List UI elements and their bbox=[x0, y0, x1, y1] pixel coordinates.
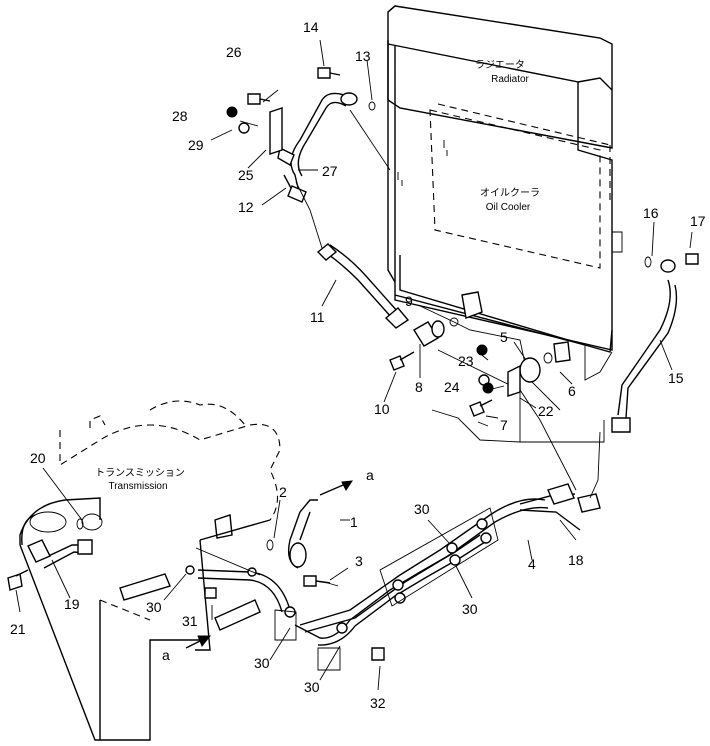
callout-8: 8 bbox=[415, 379, 423, 395]
fasteners bbox=[7, 67, 699, 661]
view-ref-upper: a bbox=[366, 467, 374, 483]
callout-30-e: 30 bbox=[462, 601, 478, 617]
callout-7: 7 bbox=[500, 417, 508, 433]
callout-17: 17 bbox=[690, 213, 706, 229]
callout-25: 25 bbox=[238, 167, 254, 183]
callout-28: 28 bbox=[172, 108, 188, 124]
view-arrow-lower bbox=[185, 635, 212, 649]
callout-30-a: 30 bbox=[414, 501, 430, 517]
callout-11: 11 bbox=[310, 309, 325, 325]
oil-cooler-label-en: Oil Cooler bbox=[486, 202, 531, 213]
callout-26: 26 bbox=[226, 44, 242, 60]
callout-20: 20 bbox=[30, 450, 46, 466]
callout-32: 32 bbox=[370, 695, 386, 711]
callout-14: 14 bbox=[303, 19, 319, 35]
callout-30-c: 30 bbox=[254, 655, 270, 671]
callout-numbers: 1 2 3 4 5 6 7 8 9 10 11 12 13 14 15 16 1… bbox=[10, 19, 706, 711]
transmission-label-en: Transmission bbox=[108, 481, 167, 492]
callout-22: 22 bbox=[538, 403, 554, 419]
leader-lines bbox=[15, 39, 693, 691]
radiator-label-en: Radiator bbox=[491, 74, 529, 85]
callout-1: 1 bbox=[350, 514, 358, 530]
callout-6: 6 bbox=[568, 383, 576, 399]
callout-2: 2 bbox=[279, 484, 287, 500]
callout-10: 10 bbox=[374, 401, 390, 417]
view-ref-lower: a bbox=[162, 647, 170, 663]
callout-18: 18 bbox=[568, 552, 584, 568]
callout-24: 24 bbox=[444, 379, 460, 395]
callout-5: 5 bbox=[500, 329, 508, 345]
callout-31: 31 bbox=[182, 613, 198, 629]
view-arrow-upper bbox=[319, 480, 354, 496]
callout-15: 15 bbox=[668, 370, 684, 386]
radiator-label-jp: ラジエータ bbox=[475, 59, 525, 71]
oil-cooler-label-jp: オイルクーラ bbox=[480, 187, 540, 199]
callout-29: 29 bbox=[188, 137, 204, 153]
callout-9: 9 bbox=[405, 293, 413, 309]
radiator-assembly bbox=[387, 5, 623, 381]
callout-13: 13 bbox=[355, 48, 371, 64]
callout-16: 16 bbox=[643, 205, 659, 221]
hose-and-pipe-runs bbox=[27, 92, 678, 646]
transmission-housing bbox=[19, 400, 281, 741]
callout-4: 4 bbox=[528, 556, 536, 572]
callout-12: 12 bbox=[238, 199, 254, 215]
callout-23: 23 bbox=[458, 353, 474, 369]
transmission-label-jp: トランスミッション bbox=[95, 467, 185, 479]
callout-27: 27 bbox=[322, 163, 338, 179]
callout-30-d: 30 bbox=[304, 679, 320, 695]
callout-19: 19 bbox=[64, 596, 80, 612]
callout-30-b: 30 bbox=[146, 599, 162, 615]
callout-3: 3 bbox=[355, 553, 363, 569]
callout-21: 21 bbox=[10, 621, 26, 637]
